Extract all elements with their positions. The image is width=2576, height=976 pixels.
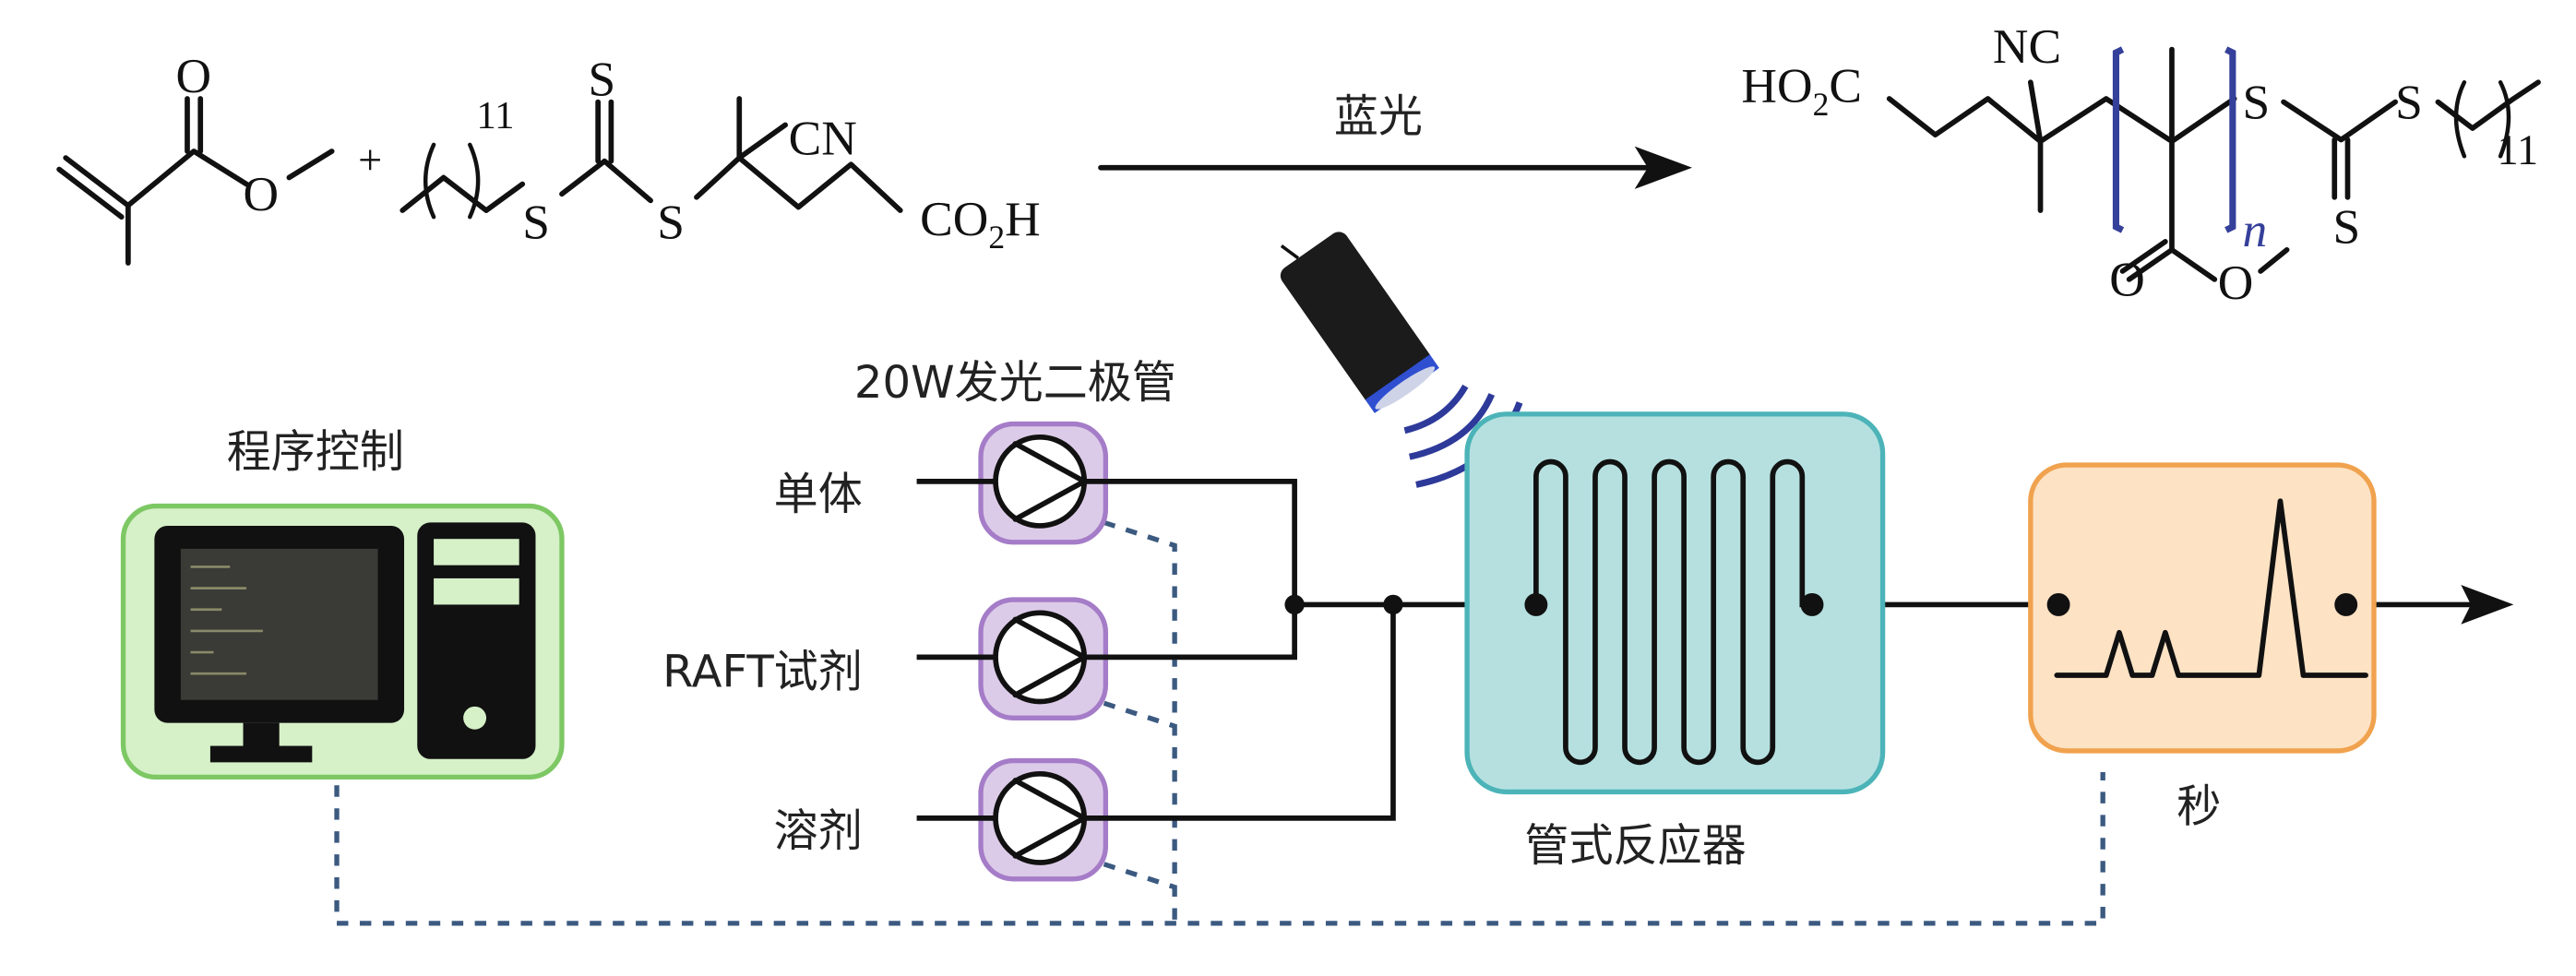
atom-o: O bbox=[2109, 252, 2145, 307]
acid-group: CO2H bbox=[920, 191, 1041, 256]
reactor-label: 管式反应器 bbox=[1524, 820, 1746, 872]
detector-label: 秒 bbox=[2176, 780, 2221, 832]
reaction-arrow bbox=[1098, 146, 1693, 189]
junction-dots bbox=[1284, 592, 2358, 616]
repeat-count: 11 bbox=[2498, 127, 2539, 174]
atom-s: S bbox=[2243, 74, 2271, 129]
pump-label: 单体 bbox=[774, 469, 863, 520]
atom-s: S bbox=[588, 51, 615, 106]
led-label: 20W发光二极管 bbox=[854, 357, 1176, 409]
acid-group: HO2C bbox=[1741, 58, 1862, 123]
repeat-n: n bbox=[2243, 202, 2268, 257]
tubing bbox=[916, 479, 2514, 821]
atom-o: O bbox=[176, 48, 212, 103]
atom-s: S bbox=[2332, 199, 2360, 255]
detector bbox=[2028, 462, 2377, 754]
blue-light-label: 蓝光 bbox=[1334, 91, 1423, 143]
pump-2: RAFT试剂 bbox=[662, 597, 1109, 720]
repeat-count: 11 bbox=[476, 94, 514, 137]
computer-icon bbox=[120, 503, 565, 780]
cyano-group: NC bbox=[1993, 18, 2061, 74]
raft-agent-structure: 11 S S S CN CO2H bbox=[400, 51, 1041, 256]
product-structure: HO2C NC n S S 11 S O O bbox=[1741, 18, 2541, 310]
tubular-reactor bbox=[1464, 411, 1886, 795]
pump-label: 溶剂 bbox=[774, 805, 863, 857]
atom-o: O bbox=[2218, 255, 2254, 310]
plus-sign: + bbox=[358, 137, 382, 184]
control-signal-lines bbox=[334, 519, 2105, 926]
atom-s: S bbox=[2395, 74, 2423, 129]
computer-label: 程序控制 bbox=[227, 426, 404, 478]
monomer-structure: O O bbox=[56, 48, 335, 266]
atom-s: S bbox=[657, 194, 685, 249]
atom-o: O bbox=[244, 166, 280, 221]
pump-label: RAFT试剂 bbox=[662, 646, 863, 697]
atom-s: S bbox=[522, 194, 550, 249]
cyano-group: CN bbox=[789, 111, 857, 166]
